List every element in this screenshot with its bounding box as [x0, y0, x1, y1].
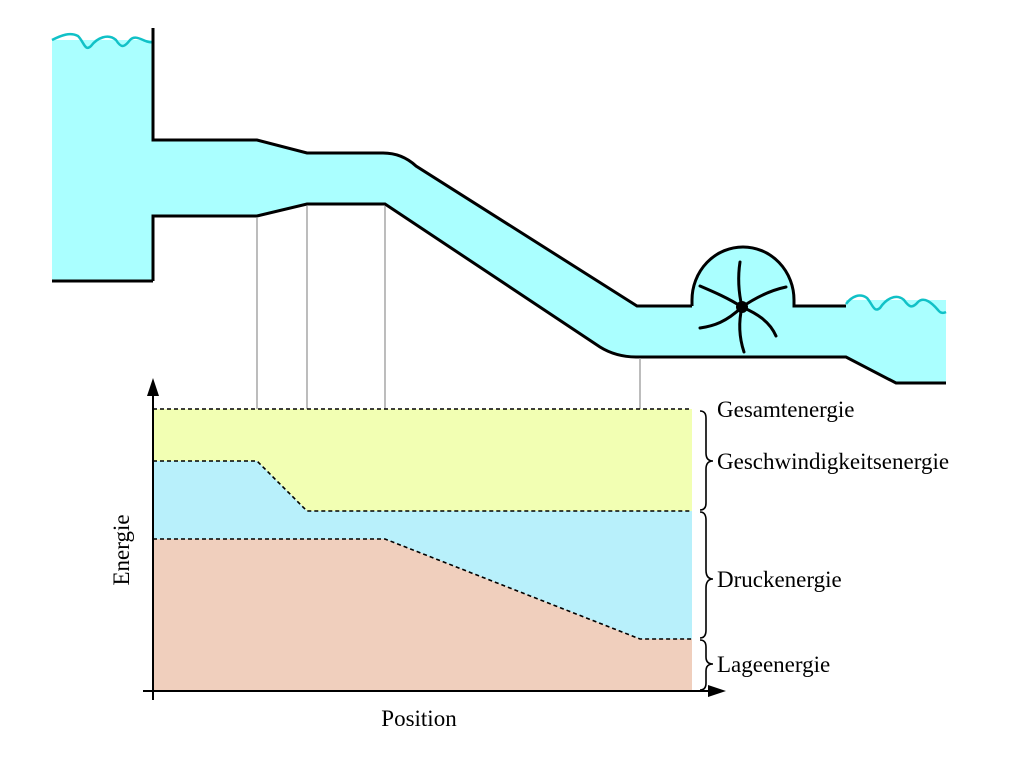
curly-brace-icon: [699, 410, 714, 691]
velocity-pressure-line: [153, 460, 692, 512]
penstock-water: [150, 140, 946, 383]
brace-velocity: [699, 410, 714, 511]
pipe-outlines: [52, 28, 946, 385]
brace-position: [699, 639, 714, 691]
turbine-housing: [690, 245, 846, 308]
turbine-housing-water: [692, 246, 794, 306]
energy-chart: Energie Position Gesamtenergie Geschwind…: [109, 378, 949, 731]
pressure-energy-label: Druckenergie: [717, 567, 842, 592]
pressure-energy-band: [153, 461, 692, 639]
y-axis-arrowhead: [147, 378, 159, 396]
pressure-position-line: [153, 538, 692, 640]
velocity-energy-label: Geschwindigkeitsenergie: [717, 449, 949, 474]
hydraulic-system: [51, 28, 947, 639]
y-axis-label: Energie: [109, 514, 134, 585]
velocity-energy-band: [153, 409, 692, 511]
position-energy-label: Lageenergie: [717, 652, 830, 677]
x-axis-arrowhead: [708, 685, 726, 697]
downstream-water-surface: [845, 294, 947, 315]
energy-boundaries: [153, 408, 692, 640]
upstream-reservoir: [52, 40, 153, 281]
total-energy-label: Gesamtenergie: [717, 397, 855, 422]
position-energy-band: [153, 539, 692, 691]
x-axis-label: Position: [381, 706, 457, 731]
turbine-icon: [698, 260, 788, 354]
upstream-water-surface: [51, 32, 154, 50]
brace-pressure: [699, 511, 714, 639]
axes: [143, 390, 716, 700]
